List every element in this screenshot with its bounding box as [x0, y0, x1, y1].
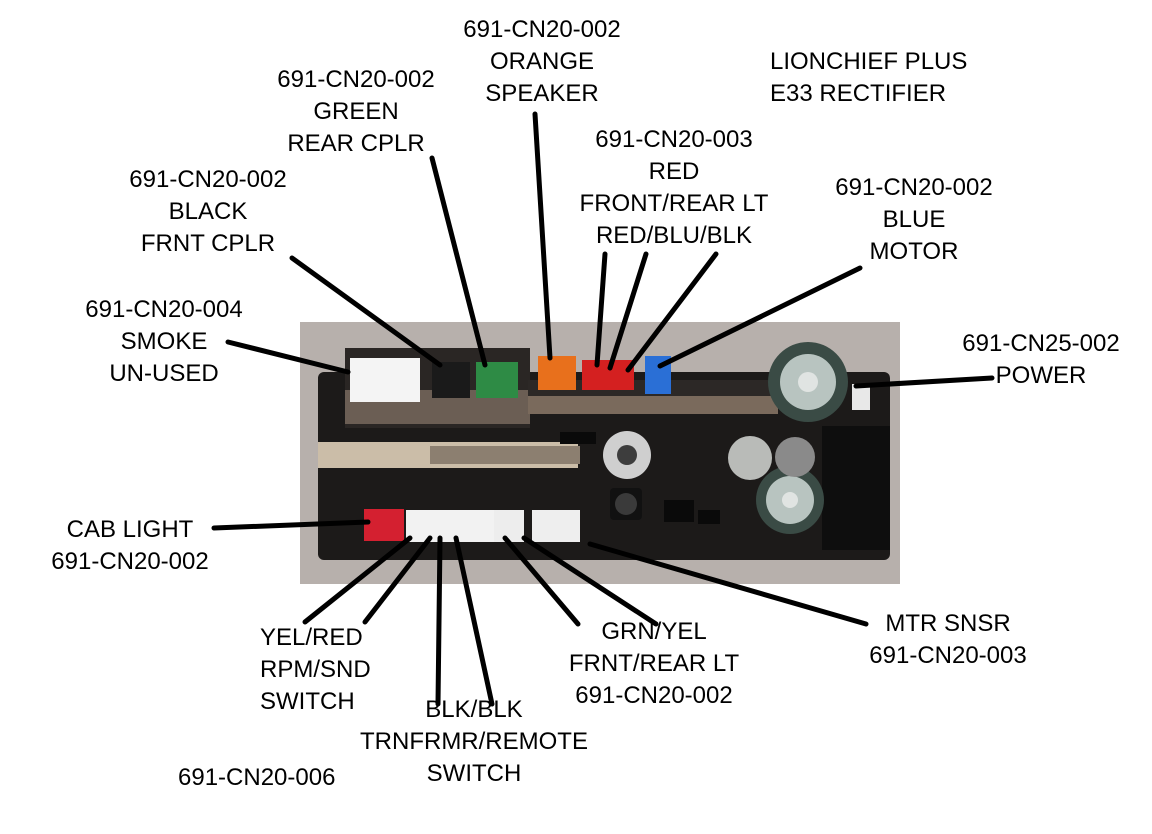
rear-coupler-connector	[476, 362, 518, 398]
label-speaker: 691-CN20-002 ORANGE SPEAKER	[440, 14, 644, 110]
label-function: SPEAKER	[485, 80, 599, 107]
label-part-number: 691-CN20-002	[575, 682, 733, 709]
label-function: RPM/SND	[260, 656, 371, 683]
title-line-1: LIONCHIEF PLUS	[770, 48, 968, 75]
label-function: FRONT/REAR LT	[579, 190, 769, 217]
speaker-connector	[538, 356, 576, 390]
label-smoke: 691-CN20-004 SMOKE UN-USED	[62, 294, 266, 390]
label-rpm-switch: YEL/RED RPM/SND SWITCH	[260, 622, 371, 718]
label-status: UN-USED	[109, 360, 219, 387]
label-motor: 691-CN20-002 BLUE MOTOR	[812, 172, 1016, 268]
label-front-rear-lt: 691-CN20-003 RED FRONT/REAR LT RED/BLU/B…	[558, 124, 790, 252]
label-function: SMOKE	[120, 328, 208, 355]
label-color: RED	[648, 158, 700, 185]
smoke-connector	[350, 358, 420, 402]
label-transformer-switch: BLK/BLK TRNFRMR/REMOTE SWITCH	[332, 694, 616, 790]
label-switch-part-number: 691-CN20-006	[178, 762, 335, 794]
label-part-number: 691-CN20-006	[178, 764, 336, 791]
label-function: CAB LIGHT	[66, 516, 194, 543]
front-rear-lt-connector	[494, 510, 524, 542]
label-wire-colors: BLK/BLK	[425, 696, 523, 723]
label-function: MTR SNSR	[885, 610, 1011, 637]
label-front-coupler: 691-CN20-002 BLACK FRNT CPLR	[106, 164, 310, 260]
motor-sensor-connector	[532, 510, 580, 542]
diagram-title: LIONCHIEF PLUS E33 RECTIFIER	[770, 46, 967, 110]
label-part-number: 691-CN20-002	[835, 174, 993, 201]
label-function-2: SWITCH	[426, 760, 522, 787]
label-color: BLUE	[882, 206, 946, 233]
label-color: GREEN	[313, 98, 399, 125]
label-rear-coupler: 691-CN20-002 GREEN REAR CPLR	[254, 64, 458, 160]
cab-light-connector	[364, 509, 404, 541]
label-cab-light: CAB LIGHT 691-CN20-002	[28, 514, 232, 578]
label-function: REAR CPLR	[287, 130, 425, 157]
label-color: ORANGE	[489, 48, 594, 75]
front-coupler-connector	[432, 362, 470, 398]
label-power: 691-CN25-002 POWER	[940, 328, 1142, 392]
label-color: BLACK	[168, 198, 248, 225]
label-part-number: 691-CN20-003	[869, 642, 1027, 669]
label-function: POWER	[995, 362, 1087, 389]
label-part-number: 691-CN20-002	[277, 66, 435, 93]
label-part-number: 691-CN20-002	[51, 548, 209, 575]
label-wire-colors: RED/BLU/BLK	[595, 222, 753, 249]
label-motor-sensor: MTR SNSR 691-CN20-003	[846, 608, 1050, 672]
label-part-number: 691-CN20-003	[595, 126, 753, 153]
label-function: TRNFRMR/REMOTE	[360, 728, 588, 755]
power-connector	[852, 384, 870, 410]
label-function: MOTOR	[869, 238, 959, 265]
label-part-number: 691-CN25-002	[962, 330, 1120, 357]
motor-connector	[645, 356, 671, 394]
label-part-number: 691-CN20-004	[85, 296, 243, 323]
label-part-number: 691-CN20-002	[463, 16, 621, 43]
label-function-2: SWITCH	[260, 688, 355, 715]
lights-connector	[582, 360, 634, 390]
label-part-number: 691-CN20-002	[129, 166, 287, 193]
label-function: FRNT/REAR LT	[568, 650, 740, 677]
label-wire-colors: YEL/RED	[260, 624, 363, 651]
label-function: FRNT CPLR	[140, 230, 276, 257]
label-wire-colors: GRN/YEL	[601, 618, 707, 645]
switch-connector	[406, 510, 494, 542]
label-front-rear-lt-lower: GRN/YEL FRNT/REAR LT 691-CN20-002	[548, 616, 760, 712]
title-line-2: E33 RECTIFIER	[770, 80, 947, 107]
